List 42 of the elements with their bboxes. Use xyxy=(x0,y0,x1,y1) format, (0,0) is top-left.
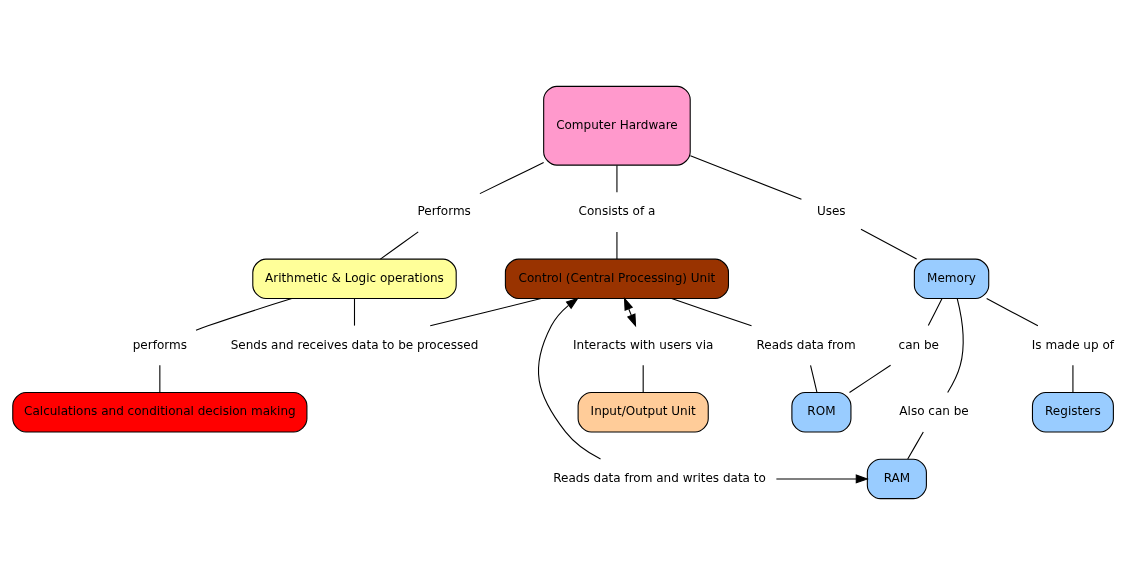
node-text: can be xyxy=(898,337,939,352)
connector xyxy=(986,298,1039,327)
connector xyxy=(947,298,964,393)
connector xyxy=(671,298,753,327)
connector xyxy=(860,228,918,260)
node-text: Performs xyxy=(417,204,471,219)
connector xyxy=(159,364,161,393)
connector xyxy=(616,164,618,193)
connector xyxy=(907,431,924,460)
arrow xyxy=(623,297,637,328)
node-text: performs xyxy=(132,337,187,352)
arrow xyxy=(537,297,602,460)
node-text: Interacts with users via xyxy=(572,337,714,352)
node-text: Also can be xyxy=(899,404,969,419)
node-box: Control (Central Processing) Unit xyxy=(504,258,729,300)
node-box: Computer Hardware xyxy=(543,85,691,166)
connector xyxy=(616,231,618,260)
connector xyxy=(429,298,542,327)
connector xyxy=(689,155,802,200)
node-text: Reads data from and writes data to xyxy=(553,471,766,485)
connector xyxy=(848,364,892,394)
node-box: ROM xyxy=(791,392,852,433)
connector xyxy=(810,364,818,393)
node-box: Memory xyxy=(913,258,990,300)
node-text: Uses xyxy=(816,204,846,219)
connector xyxy=(927,298,943,327)
node-box: Arithmetic & Logic operations xyxy=(252,258,457,300)
connector xyxy=(379,231,419,260)
arrow xyxy=(775,474,869,484)
node-text: Is made up of xyxy=(1031,337,1115,352)
node-box: Calculations and conditional decision making xyxy=(12,392,308,433)
connector xyxy=(1072,364,1074,393)
node-box: Registers xyxy=(1031,392,1114,433)
node-text: Sends and receives data to be processed xyxy=(230,337,479,352)
node-text: Consists of a xyxy=(578,204,656,219)
node-text: Reads data from xyxy=(756,337,856,352)
node-box: Input/Output Unit xyxy=(577,392,709,433)
connector xyxy=(479,162,545,195)
connector xyxy=(642,364,644,393)
node-box: RAM xyxy=(866,458,927,500)
connector xyxy=(353,298,356,327)
connector xyxy=(195,298,293,331)
